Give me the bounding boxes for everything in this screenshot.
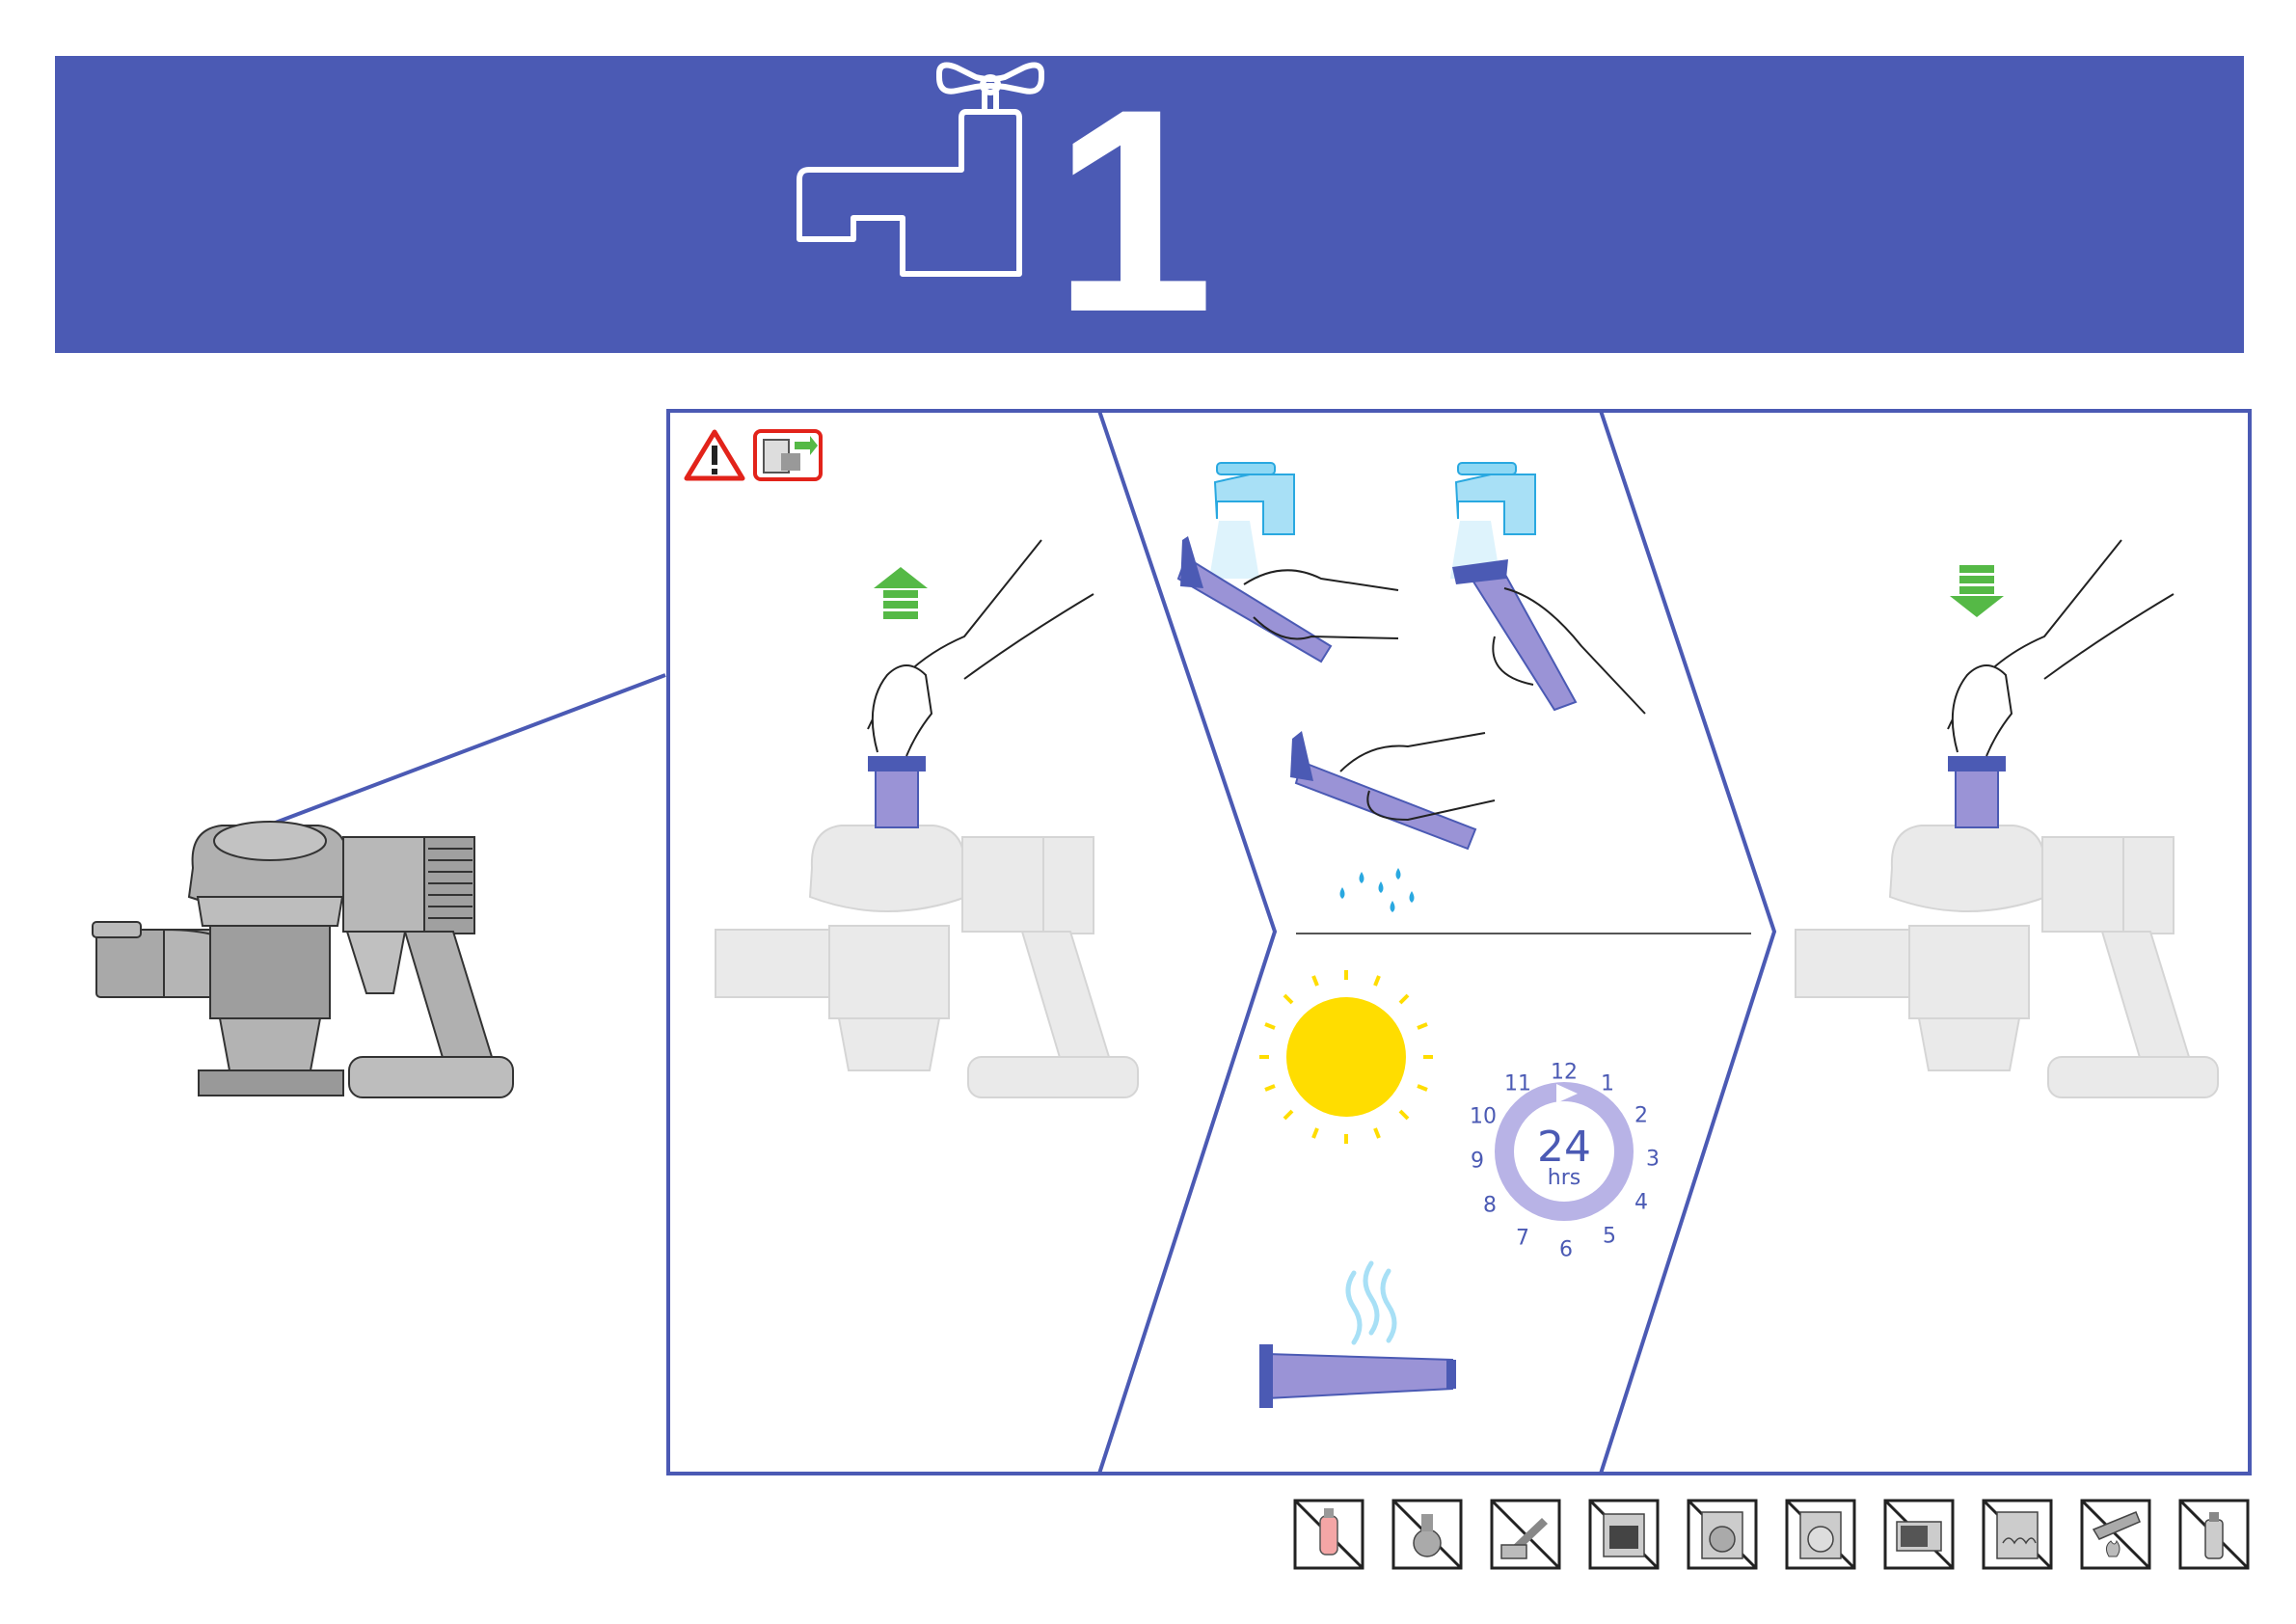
no-hair-dryer-icon — [2082, 1501, 2149, 1568]
no-dishwasher-liquid-icon — [1393, 1501, 1461, 1568]
no-oven-icon — [1590, 1501, 1658, 1568]
no-detergent-icon — [1295, 1501, 1363, 1568]
no-washing-machine-icon — [1688, 1501, 1756, 1568]
no-spray-icon — [2180, 1501, 2248, 1568]
no-dishwasher-icon — [1984, 1501, 2051, 1568]
no-tumble-dryer-icon — [1787, 1501, 1854, 1568]
no-microwave-icon — [1885, 1501, 1953, 1568]
no-brush-icon — [1492, 1501, 1559, 1568]
